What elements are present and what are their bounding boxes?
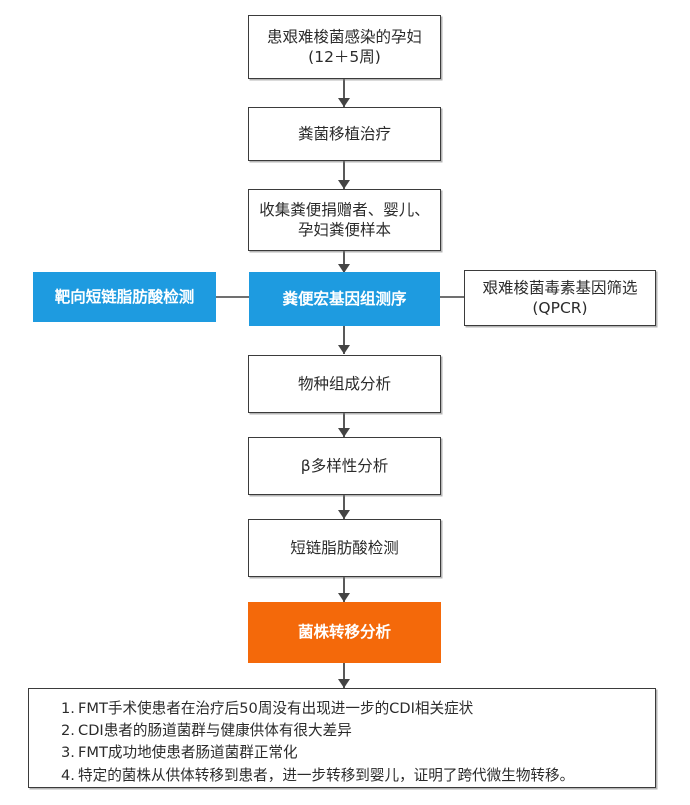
conclusion-number: 2.	[61, 722, 75, 740]
connector-collection-to-seq	[343, 251, 345, 273]
arrow-fmt-to-collection	[338, 180, 350, 189]
connector-fmt-to-collection	[343, 161, 345, 189]
arrow-beta-to-scfa	[338, 510, 350, 519]
connector-patient-to-fmt	[343, 79, 345, 107]
arrow-scfa-to-strain	[338, 593, 350, 602]
node-toxin-gene-screen-label: 艰难梭菌毒素基因筛选 (QPCR)	[482, 278, 638, 317]
node-patient[interactable]: 患艰难梭菌感染的孕妇 (12＋5周)	[248, 15, 441, 79]
conclusion-text: FMT手术使患者在治疗后50周没有出现进一步的CDI相关症状	[78, 700, 474, 717]
node-scfa-targeted-label: 靶向短链脂肪酸检测	[54, 287, 195, 306]
node-fmt-treatment-label: 粪菌移植治疗	[297, 124, 391, 143]
node-strain-transfer[interactable]: 菌株转移分析	[248, 602, 441, 663]
node-sample-collection[interactable]: 收集粪便捐赠者、婴儿、 孕妇粪便样本	[248, 189, 441, 251]
conclusion-item: 2.CDI患者的肠道菌群与健康供体有很大差异	[61, 720, 574, 742]
conclusions-list: 1.FMT手术使患者在治疗后50周没有出现进一步的CDI相关症状 2.CDI患者…	[29, 689, 574, 787]
conclusion-text: FMT成功地使患者肠道菌群正常化	[78, 744, 298, 762]
arrow-species-to-beta	[338, 428, 350, 437]
node-beta-diversity[interactable]: β多样性分析	[248, 437, 441, 495]
node-patient-label: 患艰难梭菌感染的孕妇 (12＋5周)	[266, 27, 422, 66]
node-toxin-gene-screen[interactable]: 艰难梭菌毒素基因筛选 (QPCR)	[464, 270, 656, 326]
node-scfa-targeted[interactable]: 靶向短链脂肪酸检测	[33, 272, 216, 322]
node-sample-collection-label: 收集粪便捐赠者、婴儿、 孕妇粪便样本	[259, 200, 430, 239]
arrow-collection-to-seq	[338, 264, 350, 273]
conclusion-item: 3.FMT成功地使患者肠道菌群正常化	[61, 742, 574, 764]
conclusion-text: 特定的菌株从供体转移到患者，进一步转移到婴儿，证明了跨代微生物转移。	[78, 766, 575, 784]
conclusion-number: 4.	[61, 766, 75, 784]
connector-seq-to-scfa-targeted	[216, 296, 250, 298]
conclusion-item: 1.FMT手术使患者在治疗后50周没有出现进一步的CDI相关症状	[61, 698, 574, 720]
node-scfa-detection-label: 短链脂肪酸检测	[290, 538, 399, 557]
node-scfa-detection[interactable]: 短链脂肪酸检测	[248, 519, 441, 577]
node-strain-transfer-label: 菌株转移分析	[297, 623, 391, 642]
node-species-composition-label: 物种组成分析	[297, 374, 391, 393]
arrow-patient-to-fmt	[338, 98, 350, 107]
conclusion-number: 3.	[61, 744, 75, 762]
node-conclusions-panel[interactable]: 1.FMT手术使患者在治疗后50周没有出现进一步的CDI相关症状 2.CDI患者…	[28, 688, 656, 788]
node-species-composition[interactable]: 物种组成分析	[248, 355, 441, 413]
node-metagenomic-seq-label: 粪便宏基因组测序	[282, 289, 407, 308]
connector-seq-to-species	[343, 326, 345, 354]
node-metagenomic-seq[interactable]: 粪便宏基因组测序	[249, 272, 440, 326]
connector-scfa-to-strain	[343, 577, 345, 602]
arrow-strain-to-conclusions	[338, 679, 350, 688]
connector-strain-to-conclusions	[343, 663, 345, 688]
conclusion-text: CDI患者的肠道菌群与健康供体有很大差异	[78, 722, 352, 740]
node-fmt-treatment[interactable]: 粪菌移植治疗	[248, 107, 441, 161]
arrow-seq-to-species	[338, 345, 350, 354]
conclusion-item: 4.特定的菌株从供体转移到患者，进一步转移到婴儿，证明了跨代微生物转移。	[61, 765, 574, 787]
connector-seq-to-toxin-screen	[440, 296, 465, 298]
connector-species-to-beta	[343, 413, 345, 437]
conclusion-number: 1.	[61, 700, 75, 717]
node-beta-diversity-label: β多样性分析	[300, 456, 389, 475]
connector-beta-to-scfa	[343, 495, 345, 519]
